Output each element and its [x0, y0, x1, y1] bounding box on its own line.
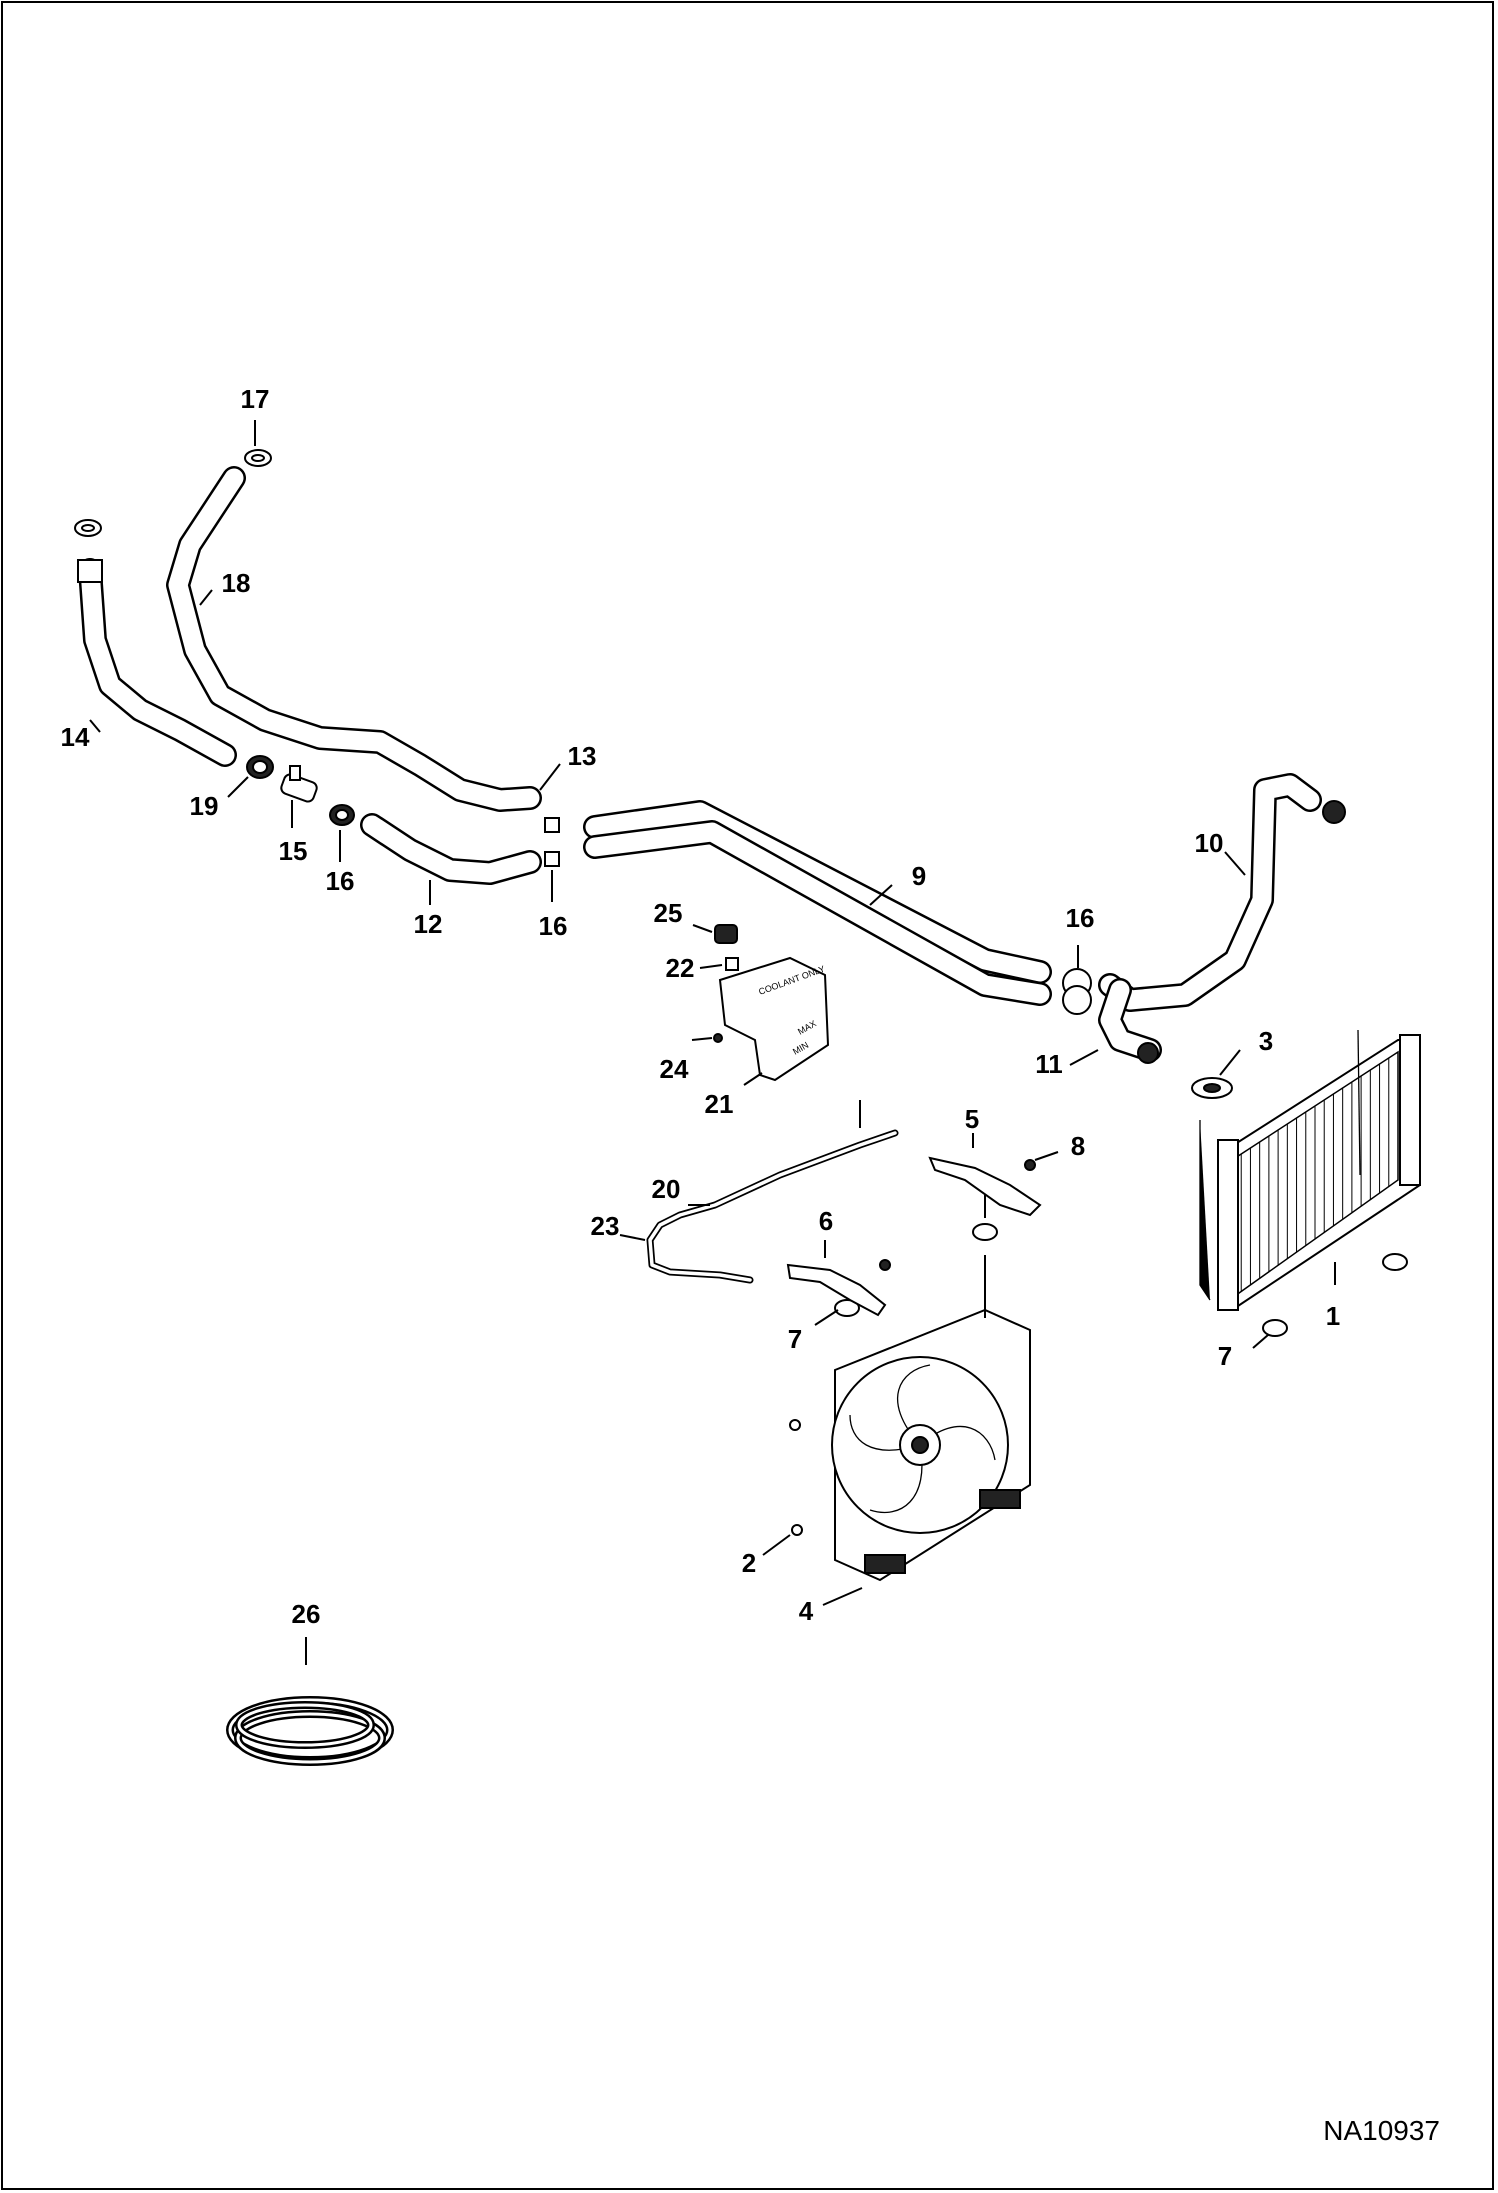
- callout-9: 9: [912, 861, 926, 891]
- callout-21: 21: [705, 1089, 734, 1119]
- hose-9: [583, 800, 1052, 1006]
- bracket-5: [928, 1156, 1042, 1217]
- callout-12: 12: [414, 909, 443, 939]
- callout-25: 25: [654, 898, 683, 928]
- callout-6: 6: [819, 1206, 833, 1236]
- bracket-6: [786, 1263, 887, 1317]
- tee-fitting-15: [280, 765, 318, 803]
- drawing-id: NA10937: [1323, 2115, 1440, 2146]
- callout-18: 18: [222, 568, 251, 598]
- fan-shroud-4: [831, 1308, 1031, 1582]
- hose-clamp-19: [246, 755, 274, 779]
- callout-5: 5: [965, 1104, 979, 1134]
- callout-13: 13: [568, 741, 597, 771]
- callout-7-right: 7: [1218, 1341, 1232, 1371]
- callout-11: 11: [1035, 1049, 1063, 1079]
- rubber-mount-7: [834, 1223, 1408, 1337]
- hose-clamp-top-left: [74, 519, 102, 537]
- callout-17: 17: [241, 384, 270, 414]
- callout-24: 24: [660, 1054, 689, 1084]
- callout-3: 3: [1259, 1026, 1273, 1056]
- callout-1: 1: [1326, 1301, 1340, 1331]
- radiator-fins: [1231, 1052, 1399, 1298]
- coiled-hose-26: [226, 1696, 394, 1766]
- callout-22: 22: [666, 953, 695, 983]
- callout-16-left: 16: [326, 866, 355, 896]
- hose-12: [360, 813, 542, 885]
- hose-18: [166, 466, 542, 812]
- callout-19: 19: [190, 791, 219, 821]
- reservoir-clamp-24: [713, 1033, 723, 1043]
- hose-clamp-radiator-top: [1322, 800, 1346, 824]
- callout-4: 4: [799, 1596, 814, 1626]
- callout-26: 26: [292, 1599, 321, 1629]
- hose-10: [1098, 773, 1322, 1012]
- hose-11: [1098, 978, 1162, 1062]
- callouts: 1 2 3 4 5 6 7 7 8 9 10 11 12 13 14 15 16…: [61, 384, 1341, 1629]
- callout-16-right: 16: [1066, 903, 1095, 933]
- callout-7-left: 7: [788, 1324, 802, 1354]
- callout-10: 10: [1195, 828, 1224, 858]
- bolt-8: [879, 1159, 1036, 1271]
- callout-16-mid: 16: [539, 911, 568, 941]
- hose-clamp-16-left: [329, 804, 355, 826]
- hose-clamp-16-right: [1062, 968, 1159, 1064]
- hose-clamp-16-mid: [544, 817, 560, 867]
- callout-20: 20: [652, 1174, 681, 1204]
- radiator-1: [1199, 1029, 1421, 1311]
- screw-2: [789, 1419, 803, 1536]
- callout-2: 2: [742, 1548, 756, 1578]
- leader-lines: [89, 420, 1336, 1665]
- hose-14: [77, 558, 237, 767]
- reservoir-cap-25: [714, 924, 738, 944]
- reservoir-neck-22: [725, 957, 739, 971]
- callout-15: 15: [279, 836, 308, 866]
- radiator-cap-3: [1191, 1077, 1233, 1099]
- callout-23: 23: [591, 1211, 620, 1241]
- callout-14: 14: [61, 722, 90, 752]
- callout-8: 8: [1071, 1131, 1085, 1161]
- hose-14-end: [77, 559, 103, 583]
- coolant-reservoir-21: COOLANT ONLY MAX MIN: [718, 956, 830, 1082]
- hose-clamp-17: [244, 449, 272, 467]
- overflow-hose-20: [646, 1129, 899, 1284]
